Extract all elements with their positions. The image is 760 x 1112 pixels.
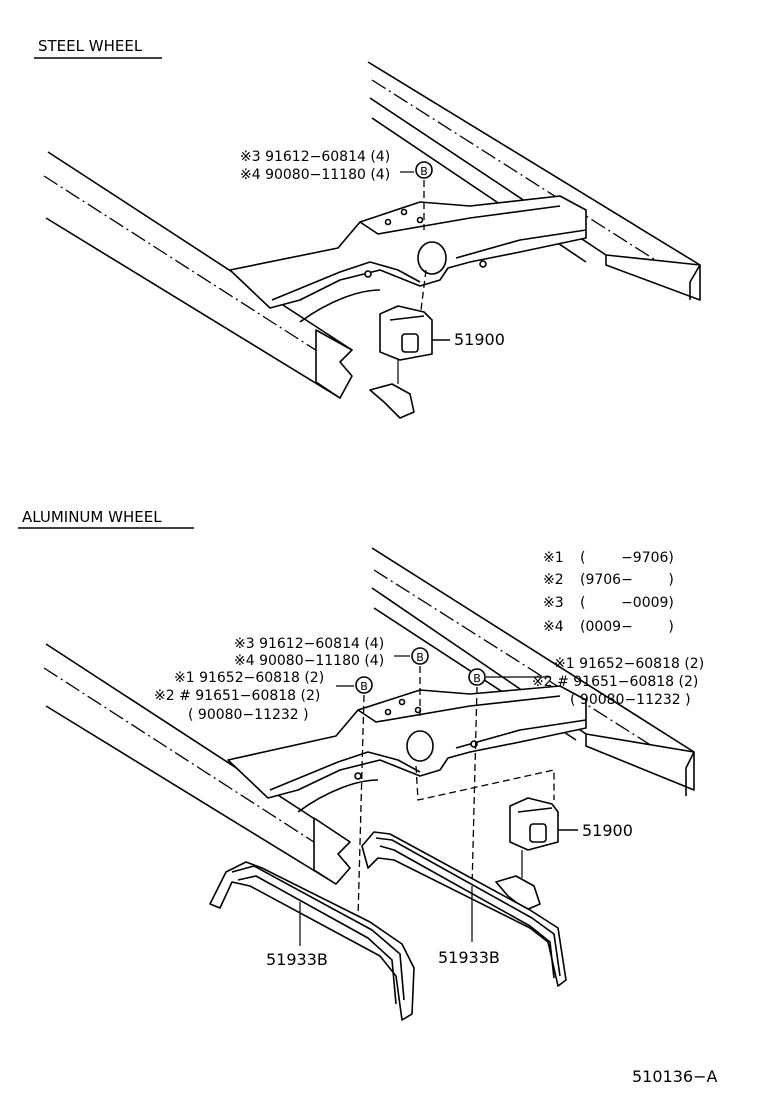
steel-right-frame-rail — [367, 61, 701, 301]
aluminum-left-callout-3: ※1 91652−60818 (2) — [174, 670, 324, 686]
aluminum-left-frame-rail — [43, 643, 351, 885]
steel-part-51900-label: 51900 — [454, 330, 505, 349]
legend-key-1: ※1 — [543, 550, 564, 566]
legend-range-4: (0009− ) — [580, 619, 674, 635]
aluminum-left-guard-rail: 51933B — [209, 861, 415, 1021]
legend-range-2: (9706− ) — [580, 572, 674, 588]
legend-key-2: ※2 — [543, 572, 564, 588]
aluminum-spare-tire-carrier: 51900 — [495, 797, 633, 911]
aluminum-right-callout-2: ※2 # 91651−60818 (2) — [532, 674, 698, 690]
svg-text:B: B — [420, 165, 428, 178]
aluminum-cross-member — [227, 685, 587, 813]
legend-range-1: ( −9706) — [580, 550, 674, 566]
production-range-legend: ※1 ( −9706) ※2 (9706− ) ※3 ( −0009) ※4 (… — [543, 550, 674, 635]
aluminum-right-guard-rail: 51933B — [361, 831, 567, 987]
aluminum-left-callout-4: ※2 # 91651−60818 (2) — [154, 688, 320, 704]
aluminum-right-callout-3: ( 90080−11232 ) — [570, 692, 691, 708]
steel-spare-tire-carrier: 51900 — [369, 305, 505, 419]
aluminum-part-51933b-right-label: 51933B — [438, 948, 500, 967]
svg-text:B: B — [360, 680, 368, 693]
aluminum-left-callout-2: ※4 90080−11180 (4) — [234, 653, 384, 669]
legend-key-3: ※3 — [543, 595, 564, 611]
aluminum-left-callout-1: ※3 91612−60814 (4) — [234, 636, 384, 652]
steel-callout-1: ※3 91612−60814 (4) — [240, 149, 390, 165]
svg-text:B: B — [473, 672, 481, 685]
steel-wheel-heading: STEEL WHEEL — [38, 37, 143, 55]
steel-callout-2: ※4 90080−11180 (4) — [240, 167, 390, 183]
legend-range-3: ( −0009) — [580, 595, 674, 611]
aluminum-wheel-section: ALUMINUM WHEEL ※1 ( −9706) ※2 (9706− ) ※… — [18, 508, 704, 1021]
aluminum-bolt-marker-left: B — [355, 676, 373, 694]
aluminum-right-callout-1: ※1 91652−60818 (2) — [554, 656, 704, 672]
aluminum-bolt-marker-right: B — [468, 668, 486, 686]
steel-wheel-section: STEEL WHEEL — [34, 37, 701, 419]
figure-code: 510136−A — [632, 1067, 717, 1086]
aluminum-bolt-marker-upper: B — [411, 647, 429, 665]
legend-key-4: ※4 — [543, 619, 564, 635]
steel-bolt-marker: B — [415, 161, 433, 179]
steel-left-frame-rail — [43, 151, 353, 399]
aluminum-part-51900-label: 51900 — [582, 821, 633, 840]
steel-cross-member — [229, 195, 587, 323]
aluminum-left-callout-5: ( 90080−11232 ) — [188, 707, 309, 723]
svg-text:B: B — [416, 651, 424, 664]
steel-cross-member-hole — [417, 241, 447, 275]
aluminum-part-51933b-left-label: 51933B — [266, 950, 328, 969]
aluminum-cross-member-hole — [406, 730, 434, 762]
aluminum-wheel-heading: ALUMINUM WHEEL — [22, 508, 162, 526]
